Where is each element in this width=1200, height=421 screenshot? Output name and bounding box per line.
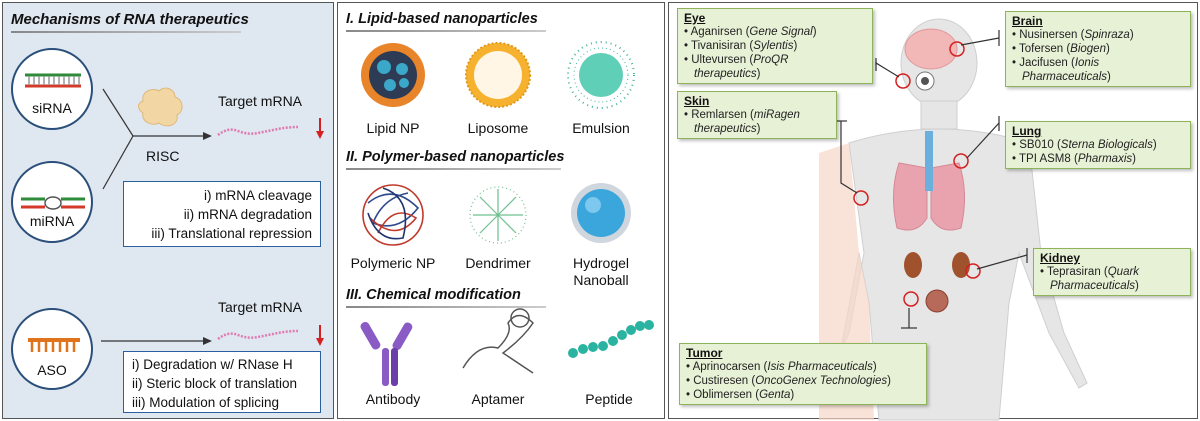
mirna-icon xyxy=(21,196,85,210)
aso-mechanism-box: i) Degradation w/ RNase H ii) Steric blo… xyxy=(123,351,321,413)
mechanism-line: i) Degradation w/ RNase H xyxy=(132,357,293,372)
aso-circle: ASO xyxy=(11,308,93,390)
lung-title: Lung xyxy=(1012,124,1042,138)
hydrogel-label: Hydrogel Nanoball xyxy=(572,255,630,288)
aptamer-label: Aptamer xyxy=(471,391,525,407)
sirna-label: siRNA xyxy=(32,100,72,116)
tumor-title: Tumor xyxy=(686,346,723,360)
brain-title: Brain xyxy=(1012,14,1043,28)
drug-item: • Jacifusen (Ionis xyxy=(1012,57,1100,69)
drug-item: • SB010 (Sterna Biologicals) xyxy=(1012,139,1157,151)
mechanism-arrows xyxy=(101,87,324,346)
peptide-label: Peptide xyxy=(585,391,633,407)
mechanism-line: iii) Translational repression xyxy=(151,226,312,241)
drug-item: • Tivanisiran (Sylentis) xyxy=(684,40,798,52)
dendrimer-icon xyxy=(469,186,527,244)
lipid-np-icon xyxy=(361,43,425,107)
target-mrna-label: Target mRNA xyxy=(218,299,303,315)
drug-item: • Oblimersen (Genta) xyxy=(686,389,795,401)
section-title-chemical: III. Chemical modification xyxy=(346,287,521,303)
mirna-circle: miRNA xyxy=(11,161,93,243)
eye-drug-box: Eye • Aganirsen (Gene Signal) • Tivanisi… xyxy=(677,8,873,84)
hydrogel-icon xyxy=(571,183,631,243)
eye-title: Eye xyxy=(684,11,706,25)
tumor-drug-box: Tumor • Aprinocarsen (Isis Pharmaceutica… xyxy=(679,343,927,405)
drug-item: therapeutics) xyxy=(694,68,761,80)
liposome-label: Liposome xyxy=(467,120,529,136)
dendrimer-label: Dendrimer xyxy=(465,255,531,271)
emulsion-label: Emulsion xyxy=(572,120,630,136)
mechanisms-panel: Mechanisms of RNA therapeutics siRNA miR… xyxy=(2,2,334,419)
drug-item: • Teprasiran (Quark xyxy=(1040,266,1140,278)
aso-label: ASO xyxy=(37,362,67,378)
risc-label: RISC xyxy=(146,148,180,164)
drug-item: Pharmaceuticals) xyxy=(1050,280,1139,292)
mechanism-line: ii) Steric block of translation xyxy=(132,376,298,391)
polymeric-np-icon xyxy=(362,184,424,246)
section-title-lipid: I. Lipid-based nanoparticles xyxy=(346,11,538,27)
target-mrna-label: Target mRNA xyxy=(218,93,303,109)
drug-item: therapeutics) xyxy=(694,123,761,135)
delivery-panel: I. Lipid-based nanoparticles xyxy=(337,2,665,419)
nanoparticle-illustrations xyxy=(360,41,654,386)
drug-item: • Aganirsen (Gene Signal) xyxy=(684,26,817,38)
drug-item: • Aprinocarsen (Isis Pharmaceuticals) xyxy=(686,361,877,373)
sirna-circle: siRNA xyxy=(11,48,93,130)
sirna-icon xyxy=(25,73,81,88)
drug-item: • Remlarsen (miRagen xyxy=(684,109,800,121)
aso-icon xyxy=(28,338,80,352)
skin-title: Skin xyxy=(684,94,710,108)
drug-item: • TPI ASM8 (Pharmaxis) xyxy=(1012,153,1136,165)
mirna-label: miRNA xyxy=(29,213,75,229)
sirna-mechanism-box: i) mRNA cleavage ii) mRNA degradation ii… xyxy=(123,181,321,247)
mechanism-line: i) mRNA cleavage xyxy=(203,188,312,203)
aptamer-icon xyxy=(462,308,534,374)
lipid-np-label: Lipid NP xyxy=(366,120,420,136)
polymeric-np-label: Polymeric NP xyxy=(350,255,436,271)
drug-item: • Nusinersen (Spinraza) xyxy=(1012,29,1134,41)
section-title-polymer: II. Polymer-based nanoparticles xyxy=(346,149,565,165)
brain-drug-box: Brain • Nusinersen (Spinraza) • Tofersen… xyxy=(1005,11,1191,87)
antibody-icon xyxy=(360,321,413,386)
kidney-drug-box: Kidney • Teprasiran (Quark Pharmaceutica… xyxy=(1033,248,1191,296)
mechanism-line: ii) mRNA degradation xyxy=(183,207,312,222)
lung-drug-box: Lung • SB010 (Sterna Biologicals) • TPI … xyxy=(1005,121,1191,169)
liposome-icon xyxy=(465,42,531,108)
drug-item: • Ultevursen (ProQR xyxy=(684,54,789,66)
panel-title-mechanisms: Mechanisms of RNA therapeutics xyxy=(11,11,249,28)
emulsion-icon xyxy=(567,41,635,109)
skin-drug-box: Skin • Remlarsen (miRagen therapeutics) xyxy=(677,91,837,139)
drug-item: • Tofersen (Biogen) xyxy=(1012,43,1110,55)
drug-item: • Custiresen (OncoGenex Technologies) xyxy=(686,375,891,387)
drug-item: Pharmaceuticals) xyxy=(1022,71,1111,83)
kidney-title: Kidney xyxy=(1040,251,1081,265)
clinical-targets-panel: Eye • Aganirsen (Gene Signal) • Tivanisi… xyxy=(668,2,1198,421)
mechanism-line: iii) Modulation of splicing xyxy=(132,395,280,410)
peptide-icon xyxy=(568,320,654,358)
antibody-label: Antibody xyxy=(365,391,421,407)
